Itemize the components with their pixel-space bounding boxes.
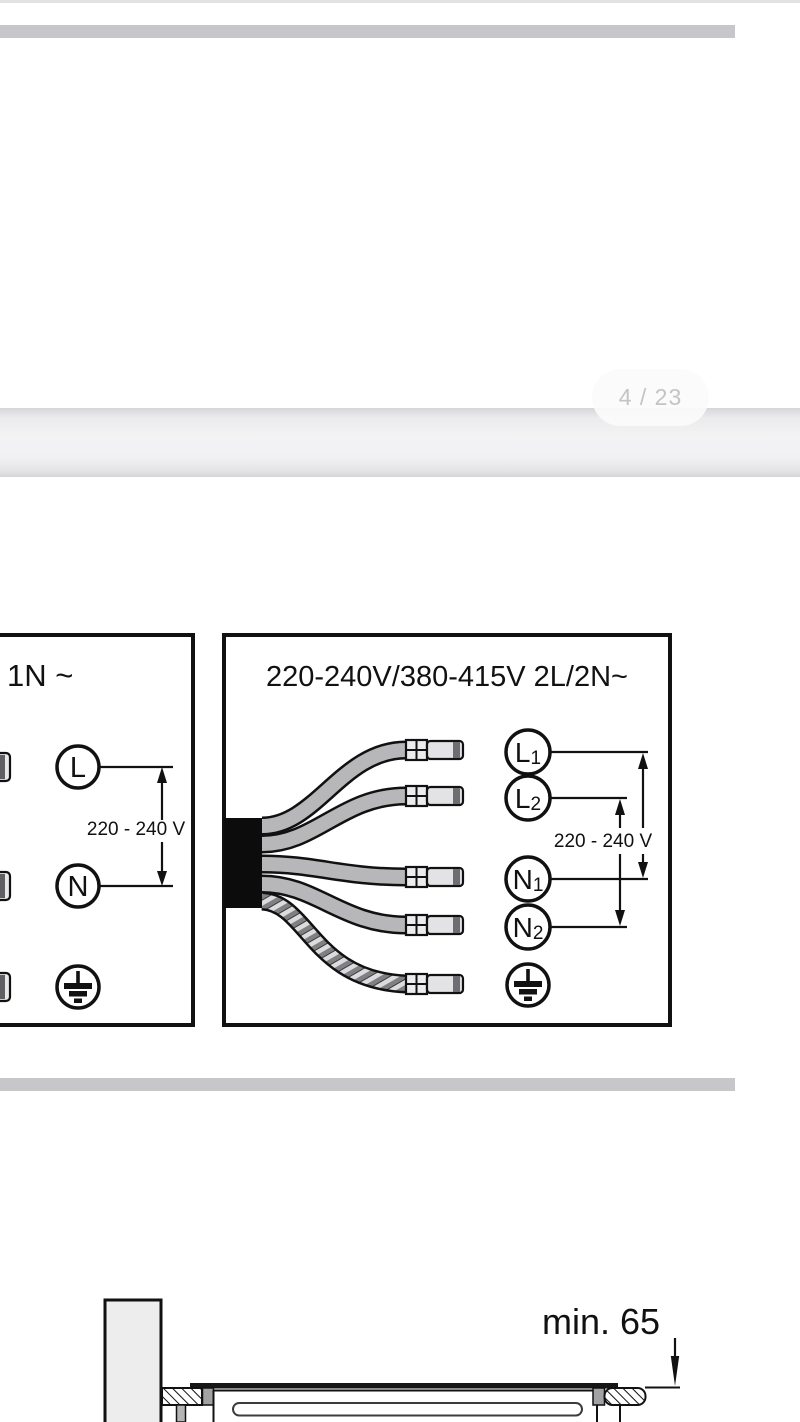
terminal-main: N [513, 912, 533, 943]
terminal-N: N [55, 863, 173, 909]
svg-text:L1: L1 [515, 737, 541, 769]
section-divider-bar-bottom [0, 1078, 735, 1091]
wire-ferrule [404, 865, 465, 889]
voltage-label-left: 220 - 240 V [87, 819, 186, 840]
arrow-down-icon [615, 910, 625, 926]
wire-n2 [261, 874, 407, 935]
wire-end-sliver [0, 870, 12, 902]
svg-text:N2: N2 [513, 912, 544, 944]
hob-inner-element [232, 1402, 583, 1417]
right-diagram-box: 220-240V/380-415V 2L/2N~ [222, 633, 672, 1027]
wire-l2 [261, 786, 407, 854]
voltage-dimension-left: 220 - 240 V [87, 767, 186, 886]
wire-earth [260, 891, 407, 994]
terminal-earth [55, 964, 101, 1010]
worktop-hatch [161, 1387, 203, 1406]
wire-ferrule [404, 972, 465, 996]
arrow-up-icon [157, 767, 167, 783]
arrow-up-icon [615, 799, 625, 815]
wall-panel [103, 1298, 163, 1422]
page-indicator-label: 4 / 23 [618, 384, 683, 410]
top-edge-line [0, 0, 800, 3]
terminal-main: L [515, 737, 531, 768]
worktop-hatch [603, 1387, 647, 1406]
terminal-circle [55, 863, 101, 909]
seal-gasket [201, 1387, 215, 1406]
left-box-frame [0, 633, 195, 1027]
hob-glass [190, 1383, 618, 1389]
wiring-diagram: 1N ~ L N 220 - 240 V [0, 633, 672, 1027]
right-diagram-title: 220-240V/380-415V 2L/2N~ [266, 661, 628, 693]
terminal-label: L [70, 752, 86, 784]
installation-diagram: min. 65 [103, 1298, 680, 1422]
worktop-edge-left [161, 1387, 215, 1422]
left-diagram-title: 1N ~ [7, 658, 73, 693]
wire-l1 [261, 740, 407, 836]
terminal-sub: 1 [533, 875, 544, 896]
terminal-label: N [68, 871, 89, 903]
terminal-sub: 2 [531, 794, 542, 815]
cable-sheath-block [224, 818, 262, 908]
seal-gasket [592, 1387, 606, 1406]
terminal-circle [55, 744, 101, 790]
voltage-label-right: 220 - 240 V [554, 831, 653, 852]
terminal-L1: L1 [504, 728, 648, 776]
terminal-L2: L2 [504, 774, 627, 822]
arrow-down-icon [670, 1356, 680, 1386]
svg-text:L2: L2 [515, 783, 541, 815]
terminal-earth [505, 962, 551, 1008]
worktop-edge-right [592, 1387, 647, 1422]
wire-end-sliver [0, 971, 12, 1003]
terminal-sub: 1 [531, 748, 542, 769]
left-diagram-box: 1N ~ L N 220 - 240 V [0, 633, 195, 1027]
terminal-main: L [515, 783, 531, 814]
clearance-arrow [645, 1338, 680, 1389]
wire-ferrule [404, 913, 465, 937]
arrow-up-icon [638, 753, 648, 769]
section-divider-bar-top [0, 25, 735, 38]
arrow-down-icon [638, 862, 648, 878]
clearance-label: min. 65 [542, 1301, 660, 1342]
terminal-N1: N1 [504, 855, 648, 903]
terminal-N2: N2 [504, 903, 627, 951]
arrow-down-icon [157, 871, 167, 886]
terminal-main: N [513, 864, 533, 895]
wire-ferrule [404, 784, 465, 808]
cable-wires [260, 740, 407, 994]
svg-text:N1: N1 [513, 864, 544, 896]
wire-n1 [261, 854, 407, 887]
clamp-bracket [175, 1404, 187, 1422]
terminal-sub: 2 [533, 923, 544, 944]
wire-ferrule [404, 738, 465, 762]
terminal-L: L [55, 744, 173, 790]
wire-end-sliver [0, 751, 12, 783]
voltage-dimension-right: 220 - 240 V [554, 753, 653, 926]
page-indicator: 4 / 23 [592, 369, 709, 426]
